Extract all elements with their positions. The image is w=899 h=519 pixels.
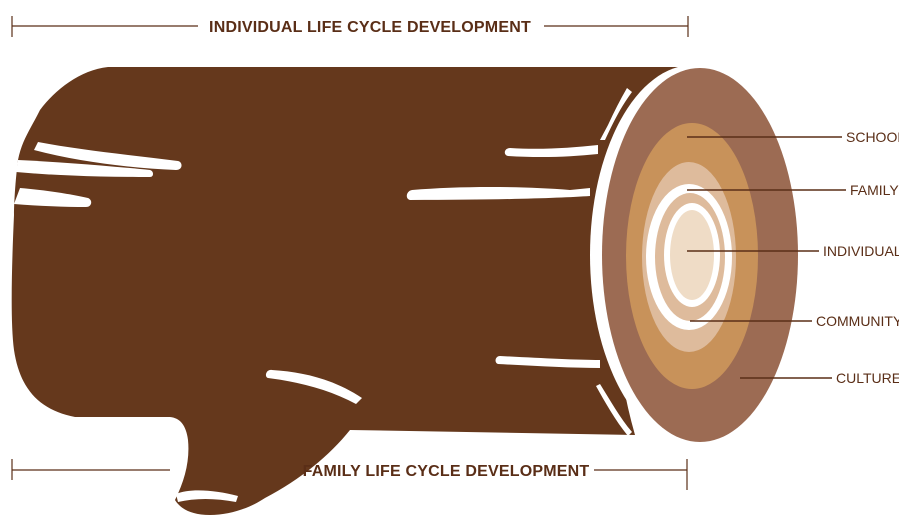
individual-life-cycle-label: INDIVIDUAL LIFE CYCLE DEVELOPMENT <box>209 19 531 36</box>
individual-life-cycle-axis: INDIVIDUAL LIFE CYCLE DEVELOPMENT <box>12 16 688 37</box>
family-life-cycle-axis: FAMILY LIFE CYCLE DEVELOPMENT <box>12 459 687 490</box>
family-life-cycle-label: FAMILY LIFE CYCLE DEVELOPMENT <box>303 463 590 480</box>
individual-label: INDIVIDUAL <box>823 243 899 259</box>
community-label: COMMUNITY <box>816 313 899 329</box>
school-label: SCHOOL <box>846 129 899 145</box>
log-end-rings <box>590 65 798 445</box>
log-bark <box>12 67 690 515</box>
core-individual <box>670 210 714 300</box>
culture-label: CULTURE <box>836 370 899 386</box>
family-label: FAMILY <box>850 182 899 198</box>
